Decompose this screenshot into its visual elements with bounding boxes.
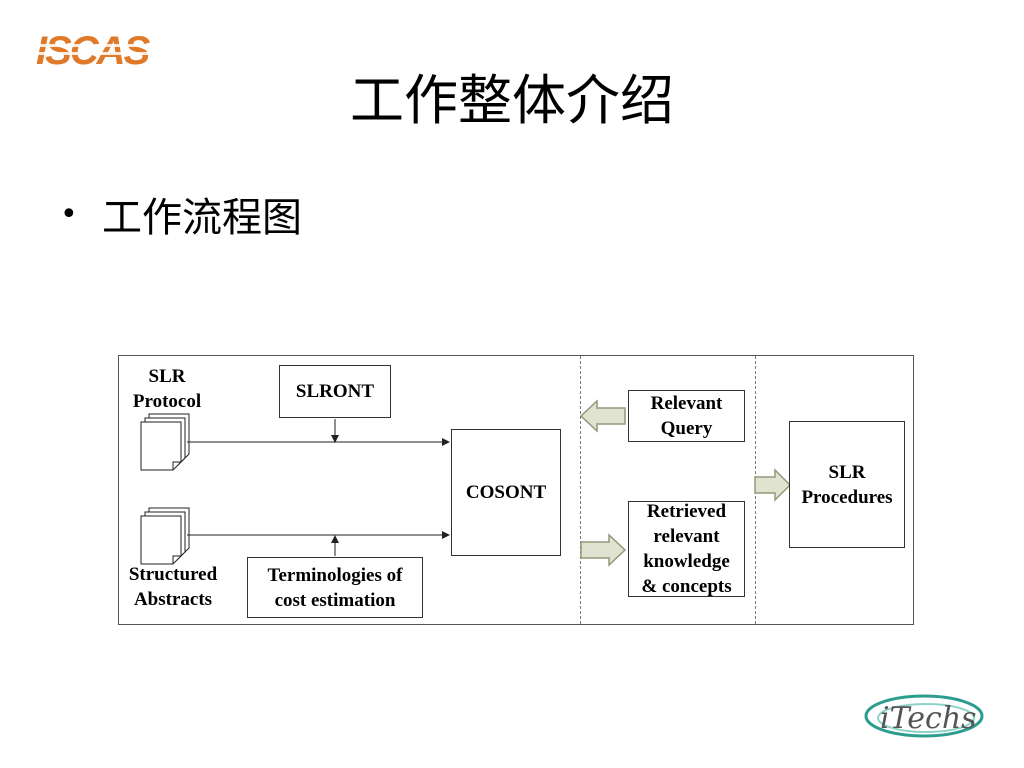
dashed-divider-1 [580, 356, 581, 624]
iscas-logo: ISCAS [34, 28, 194, 74]
itechs-logo-text: iTechs [880, 701, 977, 736]
slront-box: SLRONT [279, 365, 391, 418]
slr-procedures-box: SLR Procedures [789, 421, 905, 548]
to-slr-procedures-block-arrow-icon [754, 468, 792, 502]
workflow-diagram: SLR Protocol Structured Abstracts SLRONT… [118, 355, 914, 625]
structured-abstracts-document-icon [140, 507, 190, 565]
cosont-to-retrieved-block-arrow-icon [580, 533, 627, 567]
diagram-connectors [140, 399, 792, 567]
retrieved-knowledge-box: Retrieved relevant knowledge & concepts [628, 501, 745, 597]
page-title: 工作整体介绍 [350, 69, 674, 132]
cosont-box: COSONT [451, 429, 561, 556]
bullet-text: 工作流程图 [102, 195, 302, 241]
itechs-logo: iTechs [862, 690, 992, 752]
query-to-cosont-block-arrow-icon [579, 399, 626, 433]
slr-protocol-label: SLR Protocol [132, 366, 202, 412]
bullet-dot-icon: • [60, 196, 78, 232]
iscas-logo-text: ISCAS [36, 29, 151, 70]
relevant-query-box: Relevant Query [628, 390, 745, 442]
structured-abstracts-label: Structured Abstracts [128, 564, 218, 610]
slr-protocol-document-icon [140, 413, 190, 471]
terminologies-box: Terminologies of cost estimation [247, 557, 423, 618]
bullet-item: • 工作流程图 [60, 186, 302, 242]
